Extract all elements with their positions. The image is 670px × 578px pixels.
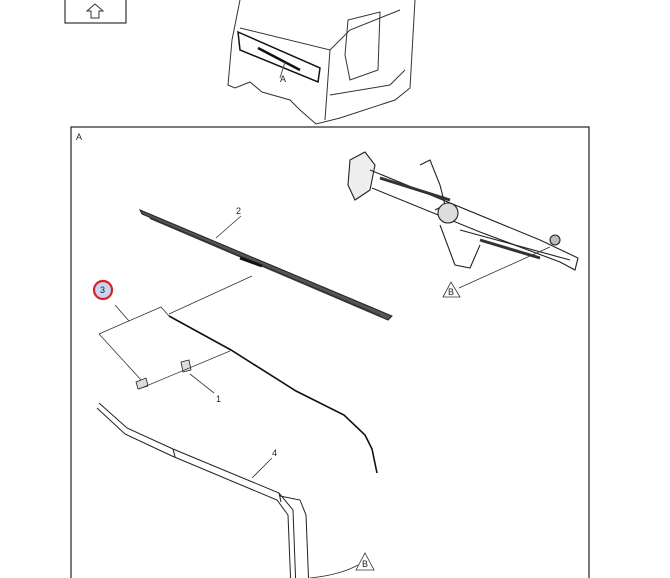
up-arrow-icon <box>85 3 105 19</box>
callout-3[interactable]: 3 <box>92 279 114 301</box>
wiper-arm-drawing <box>96 402 310 578</box>
callout-4[interactable]: 4 <box>272 448 277 458</box>
cab-overview-drawing <box>227 0 416 125</box>
callout-3-leaders <box>98 275 253 382</box>
callout-1[interactable]: 1 <box>216 394 221 404</box>
svg-text:3: 3 <box>100 285 105 295</box>
up-button[interactable] <box>64 0 127 24</box>
detail-view-label: A <box>76 132 82 142</box>
svg-text:B: B <box>362 559 368 569</box>
wiper-linkage-drawing <box>347 151 579 271</box>
svg-text:B: B <box>448 287 454 297</box>
clip-drawing <box>135 359 192 390</box>
reference-b-top: B <box>442 281 461 298</box>
reference-b-bottom: B <box>355 552 375 571</box>
detail-view-frame <box>70 126 590 578</box>
washer-hose-drawing <box>168 315 378 474</box>
overview-view-marker: A <box>280 74 286 84</box>
wiper-blade-drawing <box>138 209 393 321</box>
callout-2[interactable]: 2 <box>236 206 241 216</box>
